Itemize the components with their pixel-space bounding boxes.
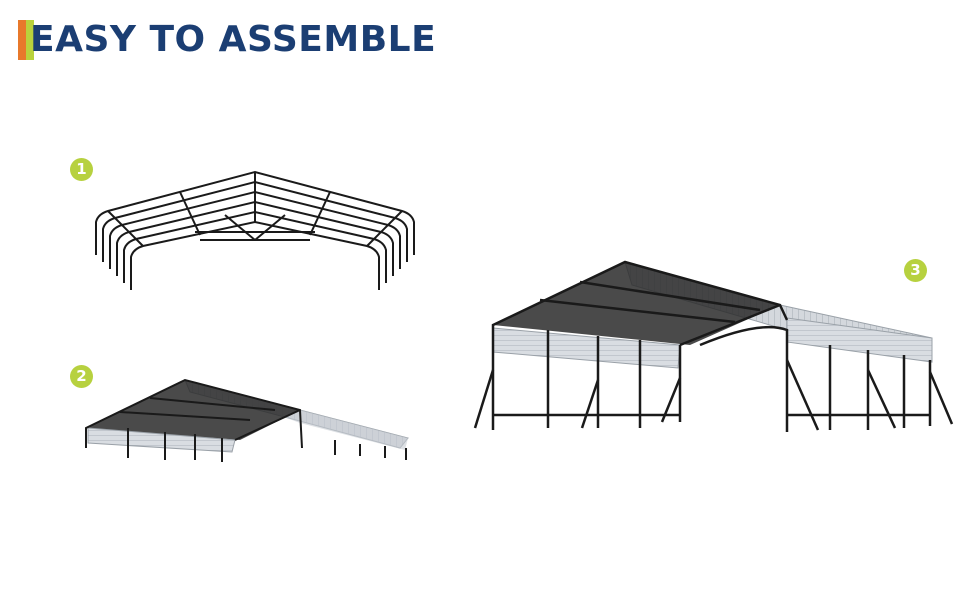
step-badge-1: 1 xyxy=(70,158,93,181)
step-badge-3: 3 xyxy=(904,259,927,282)
step-badge-2: 2 xyxy=(70,365,93,388)
title-accent-bar-orange xyxy=(18,20,26,60)
step-3-completed-illustration xyxy=(473,260,954,432)
title-text: EASY TO ASSEMBLE xyxy=(30,19,437,60)
step-2-roof-illustration xyxy=(85,378,409,462)
title-accent-bar-green xyxy=(26,20,34,60)
step-1-frame-illustration xyxy=(95,170,415,290)
